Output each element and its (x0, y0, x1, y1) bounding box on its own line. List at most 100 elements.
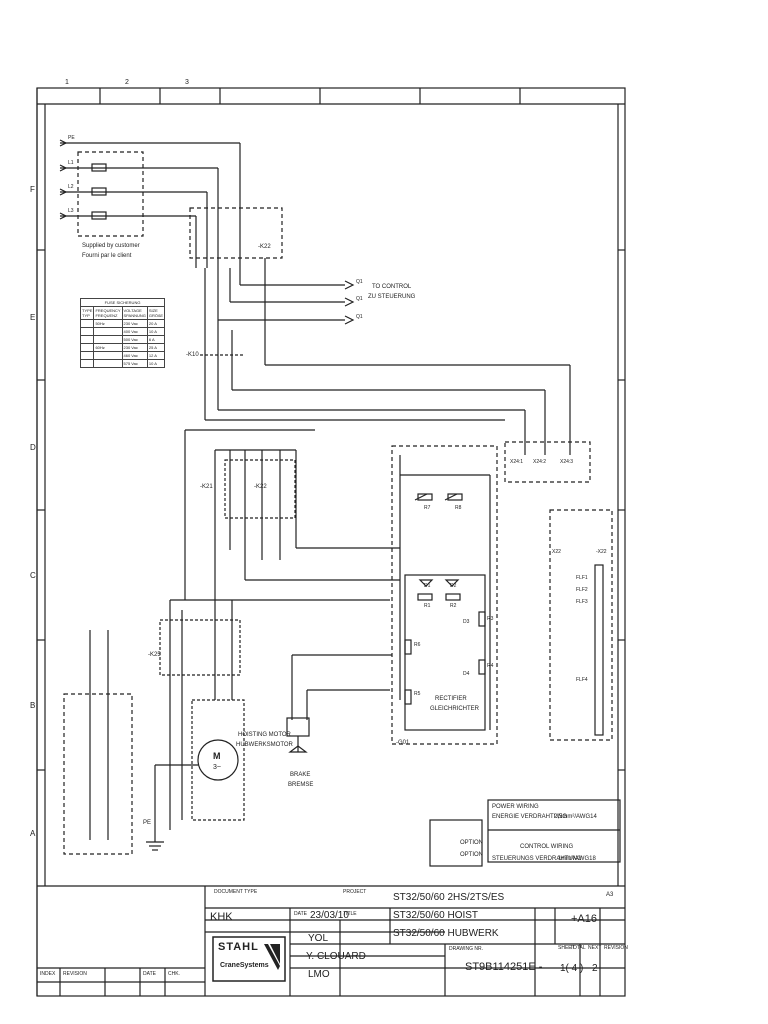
motor-label-1: HOISTING MOTOR (238, 732, 291, 738)
legend-option-1: OPTION (460, 840, 484, 846)
tb-lbl-drawing: DRAWING NR. (449, 946, 483, 952)
customer-supply-box (77, 151, 144, 237)
rectifier-label-2: GLEICHRICHTER (430, 706, 480, 712)
motor-box (191, 699, 245, 821)
terminal-x24-2: X24:2 (533, 459, 547, 465)
grid-row-f: F (30, 185, 35, 194)
label-d3: D3 (463, 619, 470, 625)
grid-row-d: D (30, 443, 36, 452)
control-terminal-2: Q1 (356, 296, 363, 302)
supply-note-1: Supplied by customer (82, 243, 140, 249)
label-k25: -K25 (148, 652, 161, 658)
to-control-label: TO CONTROL (372, 284, 412, 290)
label-r3: R3 (487, 616, 494, 622)
tb-code: +A16 (571, 913, 597, 925)
tb-lbl-sheet: SHEET (558, 945, 575, 951)
grid-row-e: E (30, 313, 36, 322)
terminal-box-x24 (504, 441, 591, 483)
wiring-legend (487, 799, 621, 863)
x22-right-label: -X22 (596, 549, 607, 555)
tb-checked: YOL (308, 933, 329, 944)
tb-title-2: ST32/50/60 HUBWERK (393, 928, 499, 939)
tb-modified: LMO (308, 969, 330, 980)
x22-pin-4: FLF4 (576, 677, 588, 683)
brand-sub: CraneSystems (220, 962, 269, 969)
tb-approved: Y. CLOUARD (306, 951, 366, 962)
label-r6: R6 (414, 642, 421, 648)
tb-rev-revision: REVISION (63, 971, 87, 977)
legend-power-2: ENERGIE VERDRAHTUNG (492, 814, 568, 820)
terminal-strip-x22 (549, 509, 613, 741)
fuse-table-title: FUSE SICHERUNG (79, 298, 166, 307)
tb-rev-date: DATE (143, 971, 156, 977)
label-r1: R1 (424, 603, 431, 609)
label-r2: R2 (450, 603, 457, 609)
rectifier-label-1: RECTIFIER (435, 696, 467, 702)
brake-label-2: BREMSE (288, 782, 314, 788)
fuse-header-voltage: VOLTAGE SPANNUNG (121, 306, 148, 320)
pe-label: PE (143, 820, 152, 826)
legend-control-size: 1mm²/AWG18 (558, 856, 596, 862)
hoisting-motor-symbol (197, 739, 239, 781)
supply-lines (59, 139, 241, 268)
tb-lbl-project: PROJECT (343, 889, 367, 895)
legend-option-2: OPTION (460, 852, 484, 858)
rectifier-box (391, 445, 498, 745)
tb-drawing-no: ST9B114251E - (465, 961, 543, 973)
grid-row-a: A (30, 829, 36, 838)
terminal-x24-1: X24:1 (510, 459, 524, 465)
tb-title-1: ST32/50/60 HOIST (393, 910, 479, 921)
tb-next: 2 (592, 963, 598, 974)
label-k10: -K10 (186, 352, 199, 358)
label-d4: D4 (463, 671, 470, 677)
legend-power-size: 2,5mm²/AWG14 (554, 814, 597, 820)
motor-label-2: HUBWERKSMOTOR (236, 742, 293, 748)
label-g01: -G01 (396, 740, 410, 746)
grid-row-c: C (30, 571, 36, 580)
input-l2: L2 (68, 184, 74, 190)
input-pe: PE (68, 135, 75, 141)
label-r7: R7 (424, 505, 431, 511)
fuse-table: FUSE SICHERUNG TYPE TYP FREQUENCY FREQUE… (79, 298, 166, 368)
label-r4: R4 (487, 663, 494, 669)
tb-rev-index: INDEX (40, 971, 56, 977)
tb-format: A3 (606, 892, 614, 898)
connector-k22-label: -K22 (258, 244, 271, 250)
tb-lbl-total: TOTAL (570, 945, 586, 951)
label-k22: -K22 (254, 484, 267, 490)
contactor-group-k21-k22 (224, 459, 296, 519)
terminal-box-k22 (189, 207, 283, 259)
tb-date: 23/03/10 (310, 910, 349, 921)
label-d2: D2 (450, 583, 457, 589)
tb-lbl-revision: REVISION (604, 945, 628, 951)
x22-pin-2: FLF2 (576, 587, 588, 593)
tb-lbl-title: TITLE (343, 911, 357, 917)
fuse-header-size: SIZE GRÖßE (146, 306, 166, 320)
grid-row-b: B (30, 701, 36, 710)
legend-power-1: POWER WIRING (492, 804, 539, 810)
input-l1: L1 (68, 160, 74, 166)
brake-label-1: BRAKE (290, 772, 311, 778)
contactor-k25 (159, 619, 241, 676)
stahl-logo (212, 936, 286, 982)
tb-sheet: 1( 4 ) (560, 963, 584, 974)
label-d1: D1 (424, 583, 431, 589)
grid-column-3: 3 (185, 79, 189, 86)
tb-project: ST32/50/60 2HS/2TS/ES (393, 892, 505, 903)
control-terminal-1: Q1 (356, 279, 363, 285)
tb-lbl-doc-type: DOCUMENT TYPE (214, 889, 258, 895)
label-r5: R5 (414, 691, 421, 697)
motor-symbol: M (213, 751, 221, 761)
tb-rev-chk: CHK. (168, 971, 180, 977)
label-r8: R8 (455, 505, 462, 511)
control-terminal-3: Q1 (356, 314, 363, 320)
legend-control-2: STEUERUNGS VERDRAHTUNG (492, 856, 582, 862)
motor-phase: 3~ (213, 764, 221, 771)
brand-name: STAHL (218, 941, 259, 953)
x22-pin-3: FLF3 (576, 599, 588, 605)
label-k21: -K21 (200, 484, 213, 490)
tb-drawn-by: KHK (210, 911, 233, 923)
tb-lbl-date: DATE (294, 911, 307, 917)
